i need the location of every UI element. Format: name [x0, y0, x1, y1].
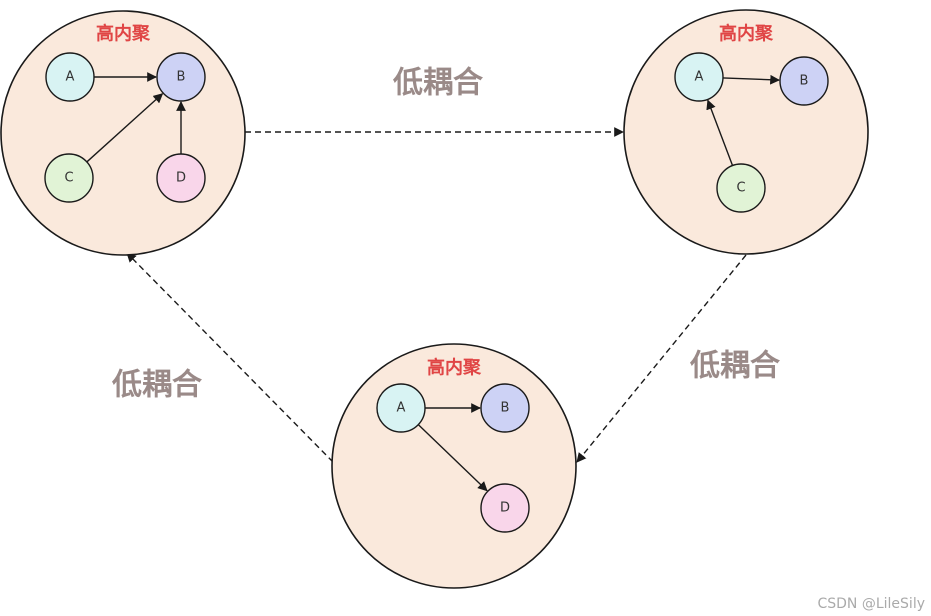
cohesion-label: 高内聚	[96, 23, 151, 45]
node-label: B	[501, 401, 510, 416]
node-label: A	[397, 401, 406, 416]
watermark: CSDN @LileSily	[817, 596, 925, 612]
node-circle	[480, 383, 530, 433]
node-D: D	[480, 483, 530, 533]
node-label: C	[736, 181, 745, 196]
node-circle	[156, 153, 206, 203]
cluster-circle	[0, 10, 246, 256]
edge-C-to-B	[86, 93, 164, 163]
node-D: D	[156, 153, 206, 203]
coupling-arrow-right-to-bottom	[576, 254, 747, 463]
node-circle	[674, 52, 724, 102]
coupling-label: 低耦合	[392, 66, 483, 101]
node-circle	[45, 52, 95, 102]
edge-A-to-B	[722, 74, 780, 85]
node-C: C	[44, 153, 94, 203]
cohesion-label: 高内聚	[719, 23, 774, 45]
cluster-layer: 高内聚 A B C D 高内聚 A B C 高内聚 A B D	[0, 9, 869, 589]
node-label: C	[64, 171, 73, 186]
cluster-circle	[623, 9, 869, 255]
node-label: B	[800, 74, 809, 89]
node-circle	[480, 483, 530, 533]
node-B: B	[779, 56, 829, 106]
cluster-circle	[331, 343, 577, 589]
node-label: A	[66, 70, 75, 85]
coupling-arrow-bottom-to-left	[126, 252, 334, 463]
node-A: A	[674, 52, 724, 102]
node-circle	[716, 163, 766, 213]
node-B: B	[480, 383, 530, 433]
node-circle	[156, 52, 206, 102]
node-circle	[44, 153, 94, 203]
cohesion-label: 高内聚	[427, 357, 482, 379]
node-label: A	[695, 70, 704, 85]
coupling-label: 低耦合	[111, 368, 202, 403]
node-A: A	[376, 383, 426, 433]
node-C: C	[716, 163, 766, 213]
node-circle	[376, 383, 426, 433]
cluster-right: 高内聚 A B C	[623, 9, 869, 255]
edge-C-to-A	[706, 99, 734, 166]
coupling-label: 低耦合	[689, 349, 780, 384]
node-label: D	[500, 501, 510, 516]
cluster-bottom: 高内聚 A B D	[331, 343, 577, 589]
node-label: D	[176, 171, 186, 186]
node-B: B	[156, 52, 206, 102]
node-A: A	[45, 52, 95, 102]
edge-A-to-D	[417, 424, 488, 492]
node-label: B	[177, 70, 186, 85]
node-circle	[779, 56, 829, 106]
cluster-left: 高内聚 A B C D	[0, 10, 246, 256]
